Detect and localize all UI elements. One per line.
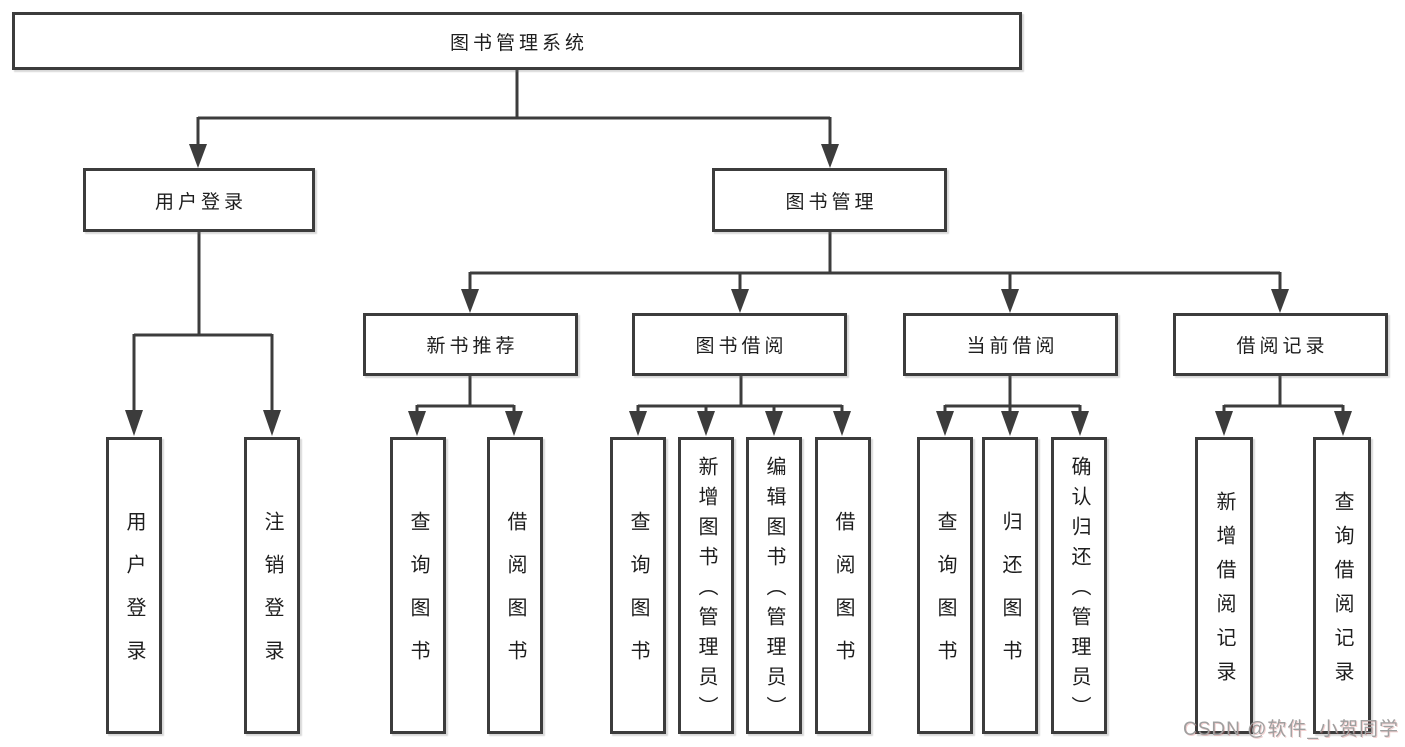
edge-root-to-branches	[189, 70, 839, 168]
leaf-logout: 注销登录	[244, 437, 300, 734]
leaf-borrow-books: 借阅图书	[815, 437, 871, 734]
edge-new-book-recommend-to-leaves	[408, 376, 523, 436]
edge-current-borrow-to-leaves	[936, 376, 1089, 436]
node-borrow-records-label: 借阅记录	[1236, 336, 1329, 357]
node-book-borrow-label: 图书借阅	[695, 336, 788, 357]
edge-book-management-to-sections	[461, 232, 1289, 313]
leaf-current-query-books: 查询图书	[917, 437, 973, 734]
leaf-add-books-admin-label: 新增图书（管理员）	[695, 455, 717, 726]
edge-user-login-to-leaves	[125, 232, 281, 436]
leaf-recommend-query-books: 查询图书	[390, 437, 446, 734]
node-user-login: 用户登录	[83, 168, 315, 232]
leaf-return-books: 归还图书	[982, 437, 1038, 734]
leaf-user-login-label: 用户登录	[123, 511, 145, 683]
leaf-borrow-query-books: 查询图书	[610, 437, 666, 734]
leaf-user-login: 用户登录	[106, 437, 162, 734]
edge-book-borrow-to-leaves	[629, 376, 851, 436]
node-book-management: 图书管理	[712, 168, 947, 232]
edge-borrow-records-to-leaves	[1215, 376, 1352, 436]
leaf-recommend-query-books-label: 查询图书	[407, 511, 429, 683]
node-current-borrow: 当前借阅	[903, 313, 1118, 376]
leaf-recommend-borrow-books-label: 借阅图书	[504, 511, 526, 683]
leaf-query-borrow-record: 查询借阅记录	[1313, 437, 1371, 734]
node-new-book-recommend-label: 新书推荐	[426, 336, 519, 357]
node-new-book-recommend: 新书推荐	[363, 313, 578, 376]
leaf-return-books-label: 归还图书	[999, 511, 1021, 683]
leaf-borrow-books-label: 借阅图书	[832, 511, 854, 683]
node-root-label: 图书管理系统	[449, 32, 588, 54]
node-book-borrow: 图书借阅	[632, 313, 847, 376]
leaf-add-books-admin: 新增图书（管理员）	[678, 437, 734, 734]
leaf-edit-books-admin-label: 编辑图书（管理员）	[763, 455, 785, 726]
node-root: 图书管理系统	[12, 12, 1022, 70]
node-borrow-records: 借阅记录	[1173, 313, 1388, 376]
leaf-borrow-query-books-label: 查询图书	[627, 511, 649, 683]
node-user-login-label: 用户登录	[154, 191, 247, 213]
leaf-current-query-books-label: 查询图书	[934, 511, 956, 683]
leaf-confirm-return-admin-label: 确认归还（管理员）	[1068, 455, 1090, 726]
leaf-query-borrow-record-label: 查询借阅记录	[1331, 490, 1353, 695]
leaf-add-borrow-record: 新增借阅记录	[1195, 437, 1253, 734]
leaf-logout-label: 注销登录	[261, 511, 283, 683]
leaf-recommend-borrow-books: 借阅图书	[487, 437, 543, 734]
node-current-borrow-label: 当前借阅	[966, 336, 1059, 357]
leaf-edit-books-admin: 编辑图书（管理员）	[746, 437, 802, 734]
node-book-management-label: 图书管理	[785, 191, 878, 213]
leaf-add-borrow-record-label: 新增借阅记录	[1213, 490, 1235, 695]
leaf-confirm-return-admin: 确认归还（管理员）	[1051, 437, 1107, 734]
csdn-watermark: CSDN @软件_小贺同学	[1183, 719, 1399, 740]
